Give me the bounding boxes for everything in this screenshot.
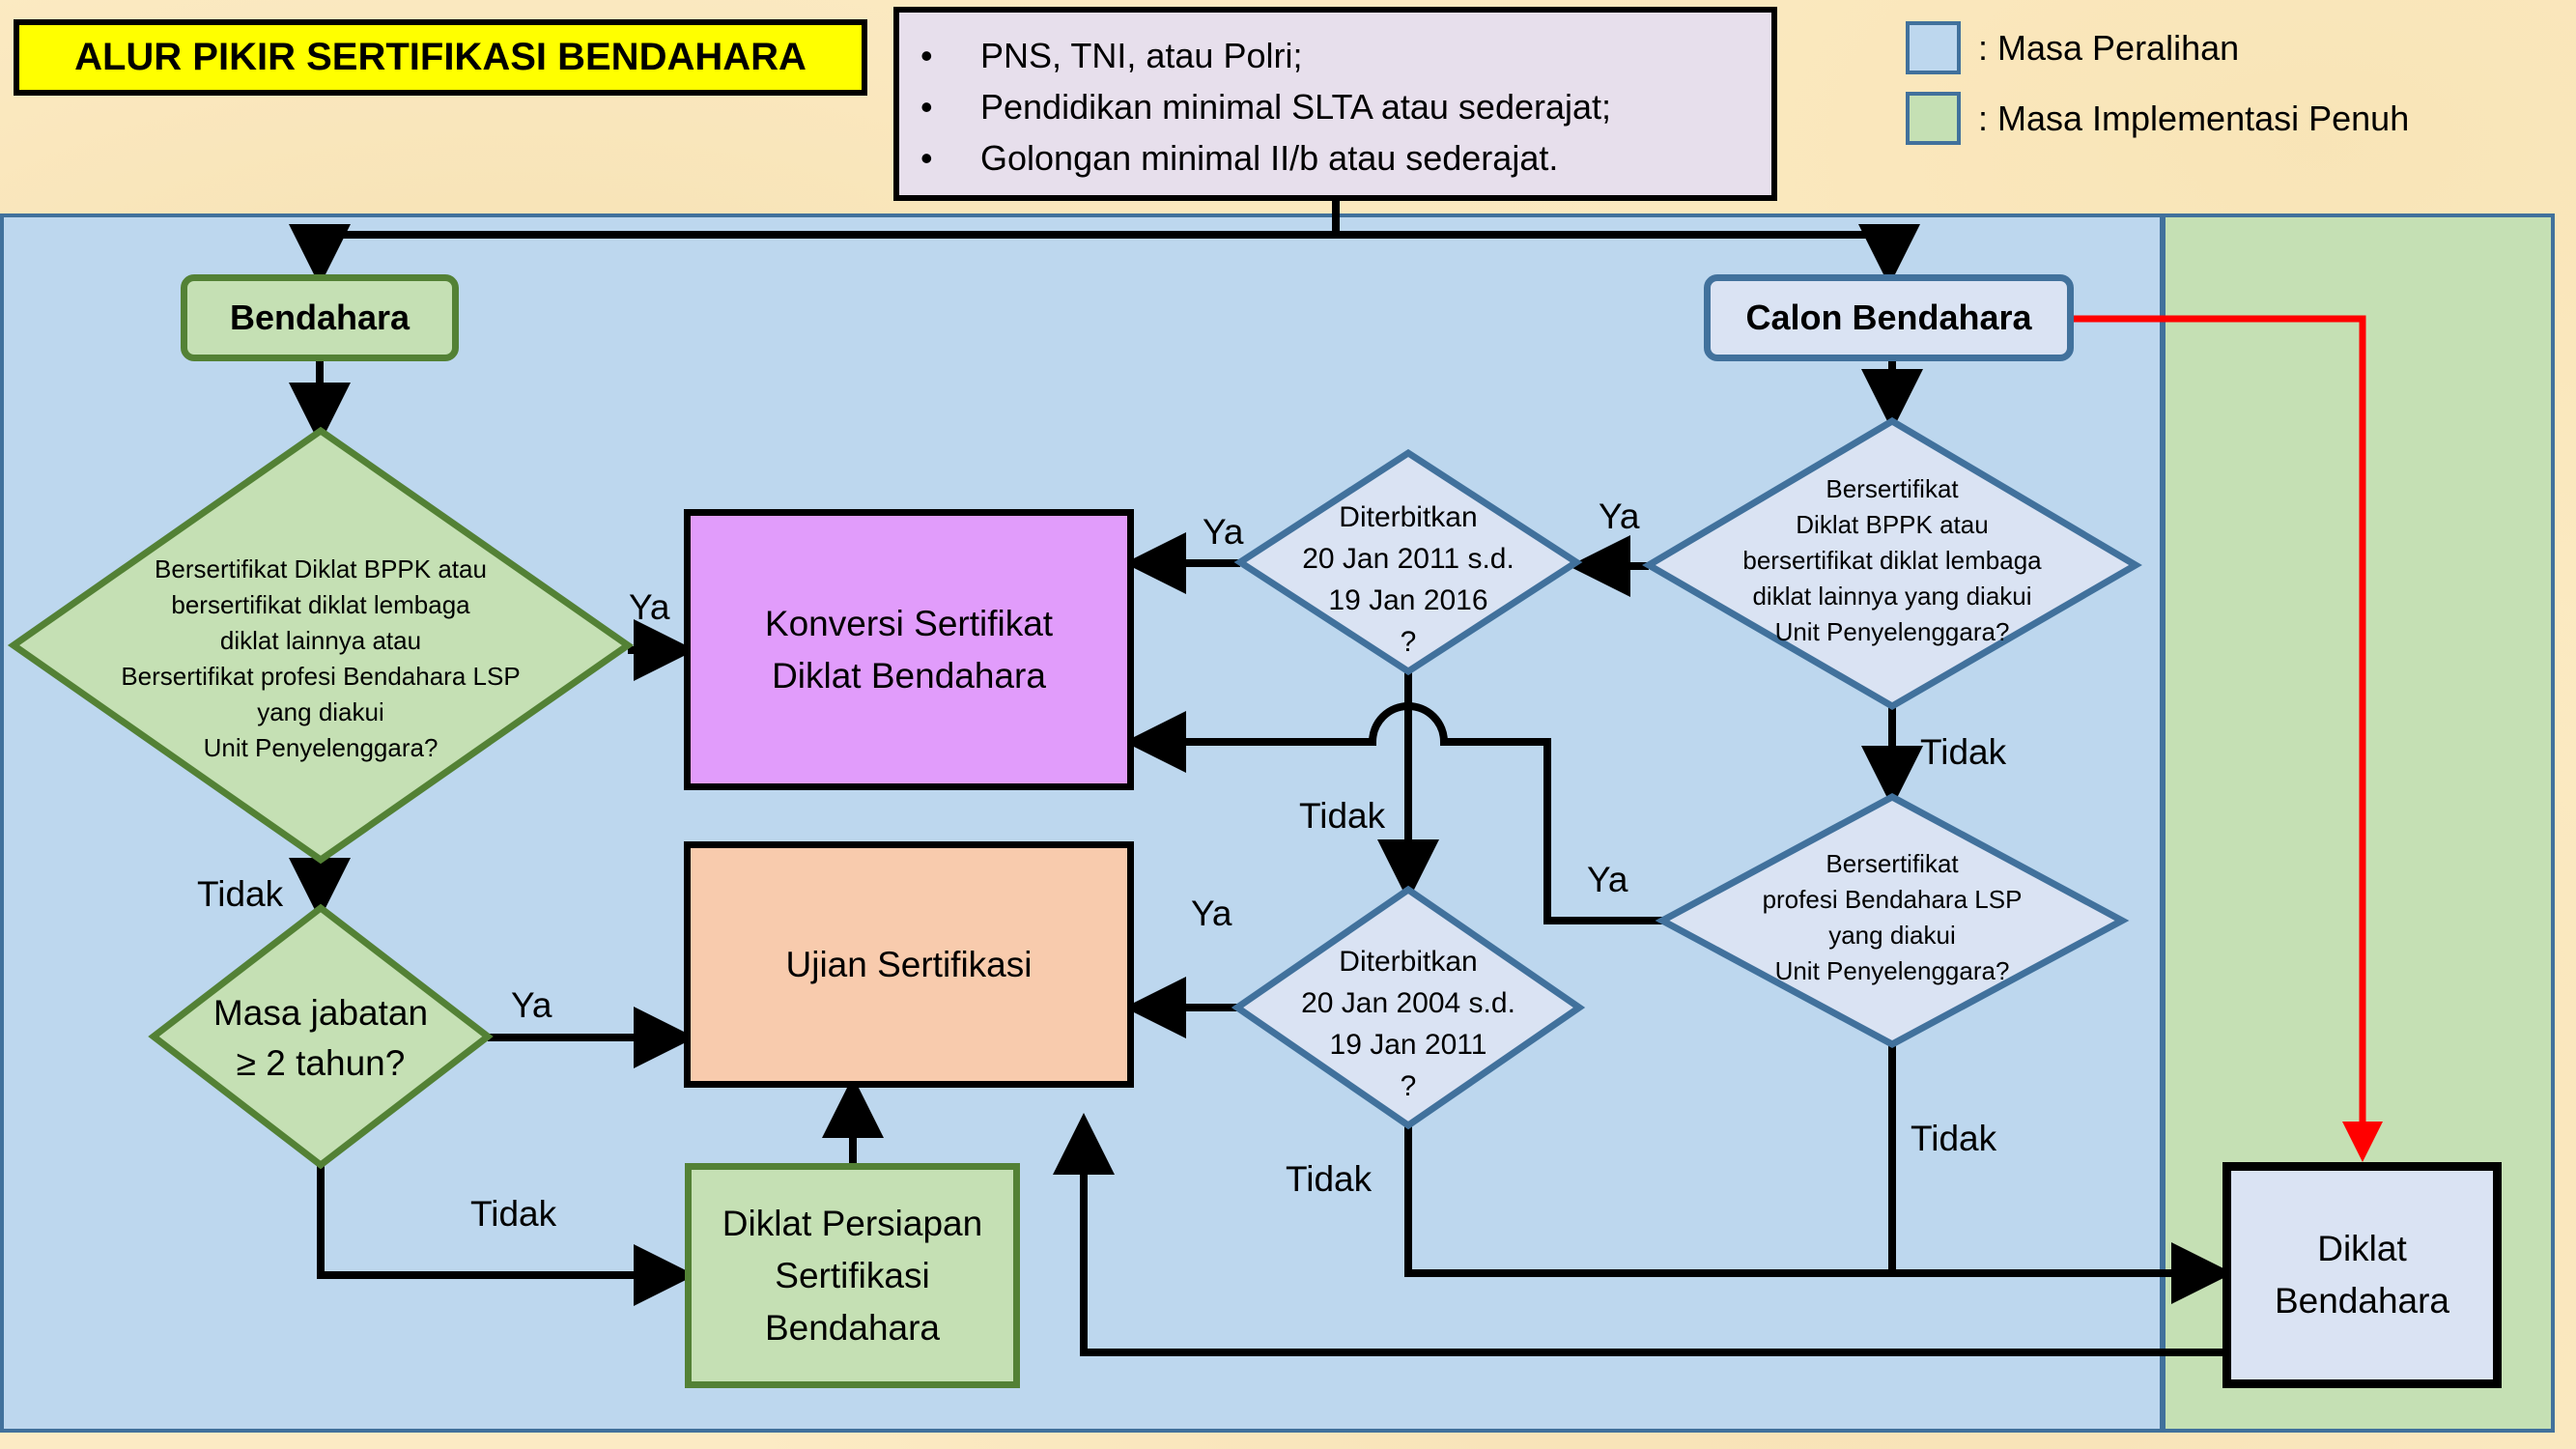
legend-swatch-blue xyxy=(1906,21,1961,74)
node-text-line: Konversi Sertifikat xyxy=(764,603,1054,643)
decision-text-line: 19 Jan 2011 xyxy=(1329,1029,1487,1061)
decision-text-line: Diklat BPPK atau xyxy=(1796,509,1989,539)
decision-text-line: Diterbitkan xyxy=(1339,501,1478,533)
decision-text-line: diklat lainnya yang diakui xyxy=(1752,581,2032,611)
edge-label-tidak: Tidak xyxy=(197,874,284,914)
node-text-line: Diklat Persiapan xyxy=(722,1203,983,1243)
decision-text-masa-jabatan: Masa jabatan ≥ 2 tahun? xyxy=(176,985,466,1092)
node-ujian-sertifikasi: Ujian Sertifikasi xyxy=(684,841,1134,1088)
node-text-line: Diklat xyxy=(2317,1229,2407,1268)
decision-diamond-calon-diklat xyxy=(1642,416,2142,711)
decision-text-bendahara-cert: Bersertifikat Diklat BPPK atau bersertif… xyxy=(79,553,562,765)
edge-label-ya: Ya xyxy=(511,985,552,1025)
decision-text-line: Bersertifikat xyxy=(1826,849,1959,878)
decision-diamond-calon-lsp xyxy=(1655,793,2130,1048)
decision-diamond-terbit-2011 xyxy=(1233,448,1583,676)
decision-text-line: ? xyxy=(1400,1070,1417,1102)
decision-text-line: profesi Bendahara LSP xyxy=(1762,885,2023,914)
decision-text-line: Diterbitkan xyxy=(1339,946,1478,978)
diagram-title: ALUR PIKIR SERTIFIKASI BENDAHARA xyxy=(14,19,867,96)
edge-label-tidak: Tidak xyxy=(470,1194,557,1234)
connector-diklat-bendahara-to-ujian xyxy=(1053,1113,2222,1356)
connector-criteria-split xyxy=(289,201,1920,286)
decision-text-line: yang diakui xyxy=(1828,921,1956,950)
criteria-item: Pendidikan minimal SLTA atau sederajat; xyxy=(917,81,1771,132)
node-text-line: Sertifikasi xyxy=(775,1255,930,1295)
decision-text-terbit-2011: Diterbitkan 20 Jan 2011 s.d. 19 Jan 2016… xyxy=(1273,488,1543,671)
edge-label-tidak: Tidak xyxy=(1286,1159,1373,1199)
edge-label-ya: Ya xyxy=(1587,860,1628,899)
decision-text-line: Masa jabatan xyxy=(212,993,429,1033)
legend-label: : Masa Implementasi Penuh xyxy=(1978,98,2410,138)
decision-text-line: Unit Penyelenggara? xyxy=(1774,956,2010,985)
decision-text-terbit-2004: Diterbitkan 20 Jan 2004 s.d. 19 Jan 2011… xyxy=(1273,937,1543,1111)
decision-text-line: 20 Jan 2004 s.d. xyxy=(1301,987,1515,1019)
legend-label: : Masa Peralihan xyxy=(1978,27,2240,68)
connector-calon-to-diklat-bendahara-red xyxy=(2074,315,2383,1162)
decision-text-line: bersertifikat diklat lembaga xyxy=(1742,545,2042,575)
decision-text-line: yang diakui xyxy=(257,697,384,726)
decision-text-calon-diklat: Bersertifikat Diklat BPPK atau bersertif… xyxy=(1699,464,2085,657)
edge-label-ya: Ya xyxy=(1203,512,1244,552)
node-calon-bendahara: Calon Bendahara xyxy=(1704,274,2074,361)
edge-label-ya: Ya xyxy=(629,587,670,627)
connector-terbit-2004-to-diklat-bendahara xyxy=(1404,1125,2233,1304)
decision-text-line: Unit Penyelenggara? xyxy=(1774,616,2010,646)
edge-label-tidak: Tidak xyxy=(1299,796,1386,836)
node-text-line: Bendahara xyxy=(2274,1281,2450,1321)
decision-text-line: Bersertifikat xyxy=(1826,473,1959,503)
eligibility-criteria-box: PNS, TNI, atau Polri; Pendidikan minimal… xyxy=(893,7,1777,201)
decision-text-line: Bersertifikat Diklat BPPK atau xyxy=(155,554,487,583)
decision-text-line: Bersertifikat profesi Bendahara LSP xyxy=(121,662,521,691)
decision-text-line: 19 Jan 2016 xyxy=(1328,584,1488,616)
node-text-line: Bendahara xyxy=(764,1307,941,1348)
criteria-item: Golongan minimal II/b atau sederajat. xyxy=(917,132,1771,184)
decision-text-line: bersertifikat diklat lembaga xyxy=(171,590,470,619)
connector-masa-jabatan-to-diklat-persiapan xyxy=(317,1165,695,1306)
connector-lsp-to-konversi xyxy=(1124,702,1662,924)
legend-swatch-green xyxy=(1906,92,1961,145)
decision-text-line: ? xyxy=(1400,626,1417,658)
decision-text-line: 20 Jan 2011 s.d. xyxy=(1302,543,1514,575)
decision-text-line: diklat lainnya atau xyxy=(219,626,422,655)
criteria-item: PNS, TNI, atau Polri; xyxy=(917,30,1771,81)
decision-diamond-masa-jabatan xyxy=(148,903,494,1170)
edge-label-tidak: Tidak xyxy=(1920,732,2007,772)
edge-label-ya: Ya xyxy=(1599,497,1640,536)
legend-item-masa-peralihan: : Masa Peralihan xyxy=(1906,21,2239,74)
edge-label-ya: Ya xyxy=(1191,894,1232,933)
decision-text-line: Unit Penyelenggara? xyxy=(203,733,439,762)
decision-text-calon-lsp: Bersertifikat profesi Bendahara LSP yang… xyxy=(1723,840,2061,995)
decision-diamond-bendahara-cert xyxy=(7,426,635,865)
legend-item-masa-implementasi: : Masa Implementasi Penuh xyxy=(1906,92,2409,145)
decision-diamond-terbit-2004 xyxy=(1231,885,1586,1130)
node-text-line: Diklat Bendahara xyxy=(772,655,1046,696)
decision-text-line: ≥ 2 tahun? xyxy=(236,1043,406,1083)
node-bendahara: Bendahara xyxy=(181,274,459,361)
edge-label-tidak: Tidak xyxy=(1911,1119,1997,1158)
